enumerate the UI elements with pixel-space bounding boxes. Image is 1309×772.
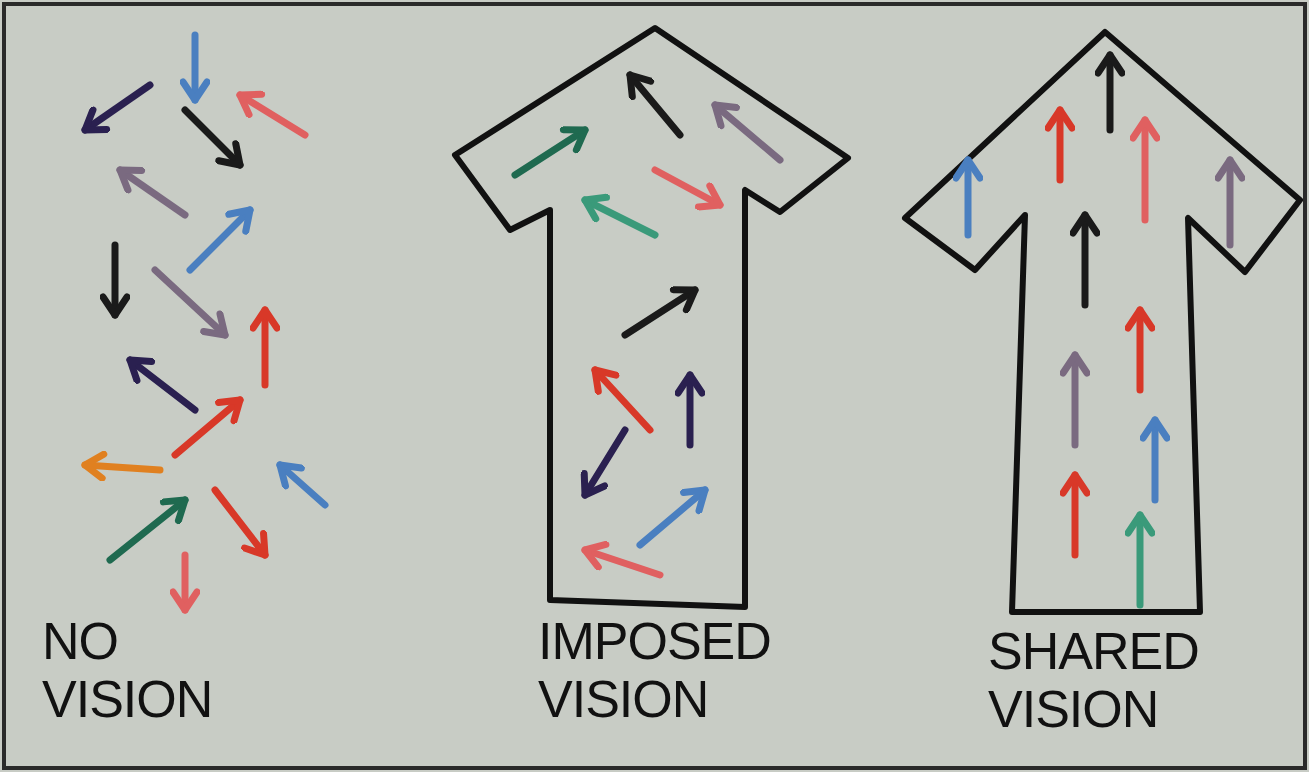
- scattered-arrows: [85, 35, 325, 610]
- vision-label: IMPOSED VISION: [538, 612, 818, 728]
- big-arrow-outline: [905, 32, 1300, 612]
- aligned-arrows: [968, 55, 1230, 605]
- big-arrow-outline: [455, 28, 848, 607]
- vision-label: NO VISION: [42, 612, 272, 728]
- mixed-arrows: [515, 75, 780, 575]
- picture-frame: [4, 4, 1305, 768]
- vision-label: SHARED VISION: [988, 622, 1258, 738]
